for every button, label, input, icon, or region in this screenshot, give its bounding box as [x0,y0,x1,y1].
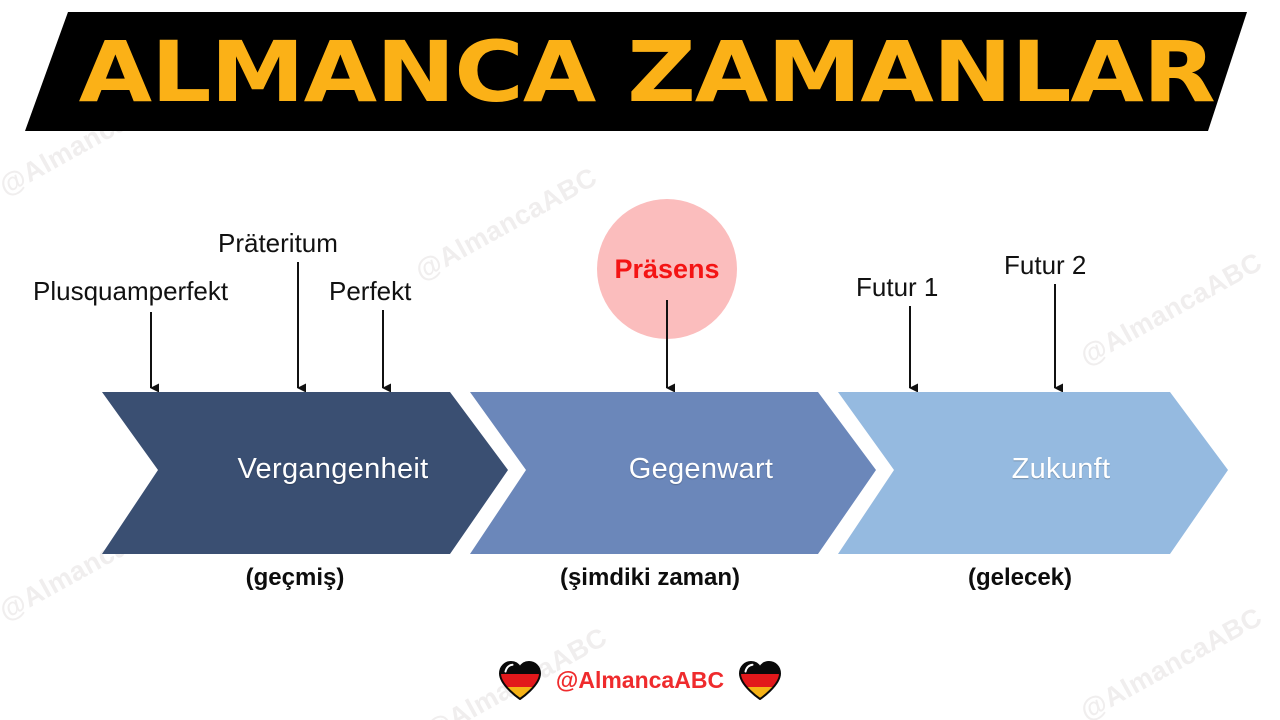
footer-handle[interactable]: @AlmancaABC [555,666,725,693]
timeline-chevrons [102,392,1228,554]
watermark: @AlmancaABC [1075,246,1267,372]
banner-shape [25,12,1247,131]
footer: @AlmancaABC [0,655,1280,705]
chevron-zukunft[interactable] [838,392,1228,554]
label-futur-1: Futur 1 [856,272,939,302]
caption-simdiki: (şimdiki zaman) [559,564,741,591]
chevron-label-vergangenheit: Vergangenheit [237,452,429,485]
caption-gelecek: (gelecek) [967,564,1073,591]
chevron-label-gegenwart: Gegenwart [628,452,774,485]
label-perfekt: Perfekt [329,276,412,306]
chevron-label-zukunft: Zukunft [1011,452,1111,485]
page-title: ALMANCA ZAMANLAR [0,12,1280,131]
chevron-vergangenheit[interactable] [102,392,508,554]
german-flag-heart-icon [498,660,541,700]
label-praesens: Präsens [597,199,737,339]
caption-gecmis: (geçmiş) [245,564,345,591]
label-futur-2: Futur 2 [1004,250,1087,280]
chevron-gegenwart[interactable] [470,392,876,554]
german-flag-heart-icon [739,660,782,700]
watermark: @AlmancaABC [410,161,602,287]
label-praesens-text: Präsens [614,253,720,284]
title-banner: ALMANCA ZAMANLAR [0,0,1280,140]
label-praeteritum: Präteritum [218,228,338,258]
label-plusquamperfekt: Plusquamperfekt [33,276,229,306]
page-title-text: ALMANCA ZAMANLAR [78,22,1216,121]
